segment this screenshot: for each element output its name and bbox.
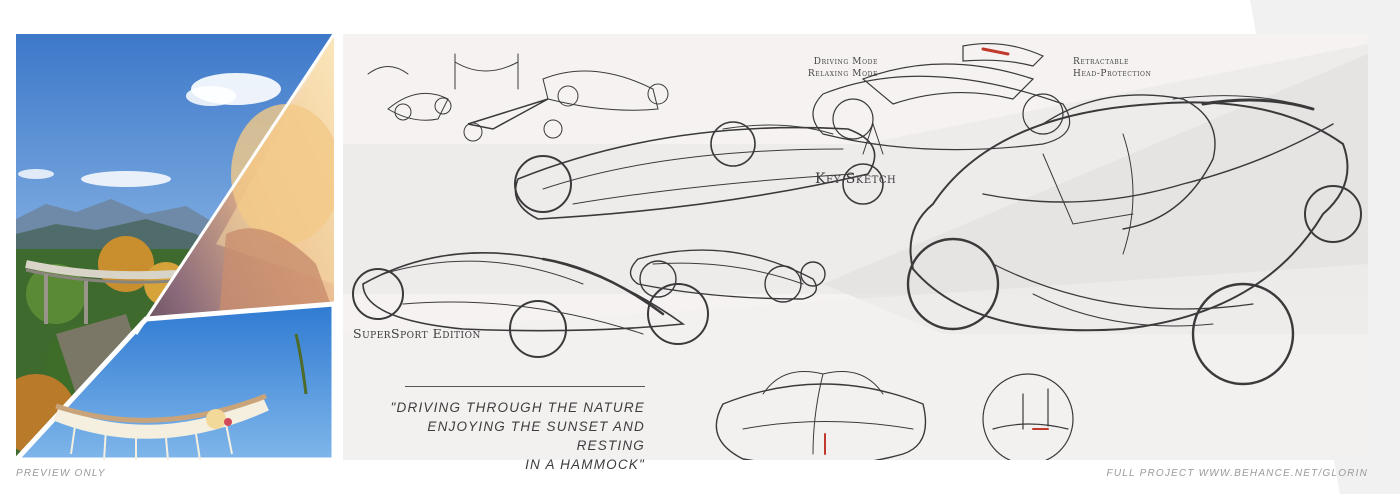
hammock-photo <box>16 301 334 460</box>
relaxing-mode-text: Relaxing Mode <box>807 69 878 79</box>
small-car <box>629 249 826 303</box>
quote-rule <box>405 386 645 387</box>
interior-sketch <box>715 371 927 460</box>
project-link-text: FULL PROJECT WWW.BEHANCE.NET/GLORIN <box>1106 468 1368 479</box>
key-sketch-car <box>514 121 884 220</box>
relax-detail-sketch <box>982 373 1074 460</box>
supersport-car <box>352 252 709 358</box>
head-protection-text: Head-Protection <box>1073 69 1152 79</box>
preview-only-text: PREVIEW ONLY <box>16 468 106 479</box>
retractable-text: Retractable <box>1073 57 1129 67</box>
driving-mode-label: Driving Mode Relaxing Mode <box>798 56 878 80</box>
quote-line-2: ENJOYING THE SUNSET AND RESTING <box>427 419 645 453</box>
thumbnail-sketches <box>367 53 669 142</box>
key-sketch-label: Key Sketch <box>815 171 897 187</box>
mode-sketch <box>812 42 1071 151</box>
mood-collage <box>16 34 334 460</box>
sketch-drawings <box>343 42 1368 460</box>
quote-line-1: "DRIVING THROUGH THE NATURE <box>390 400 645 415</box>
hero-car <box>906 94 1362 386</box>
retractable-label: Retractable Head-Protection <box>1073 56 1151 80</box>
sketch-board: Driving Mode Relaxing Mode Retractable H… <box>343 34 1368 460</box>
supersport-label: SuperSport Edition <box>353 326 481 341</box>
quote-line-3: IN A HAMMOCK" <box>525 457 645 472</box>
tagline-quote: "DRIVING THROUGH THE NATURE ENJOYING THE… <box>380 398 645 474</box>
driving-mode-text: Driving Mode <box>813 57 878 67</box>
